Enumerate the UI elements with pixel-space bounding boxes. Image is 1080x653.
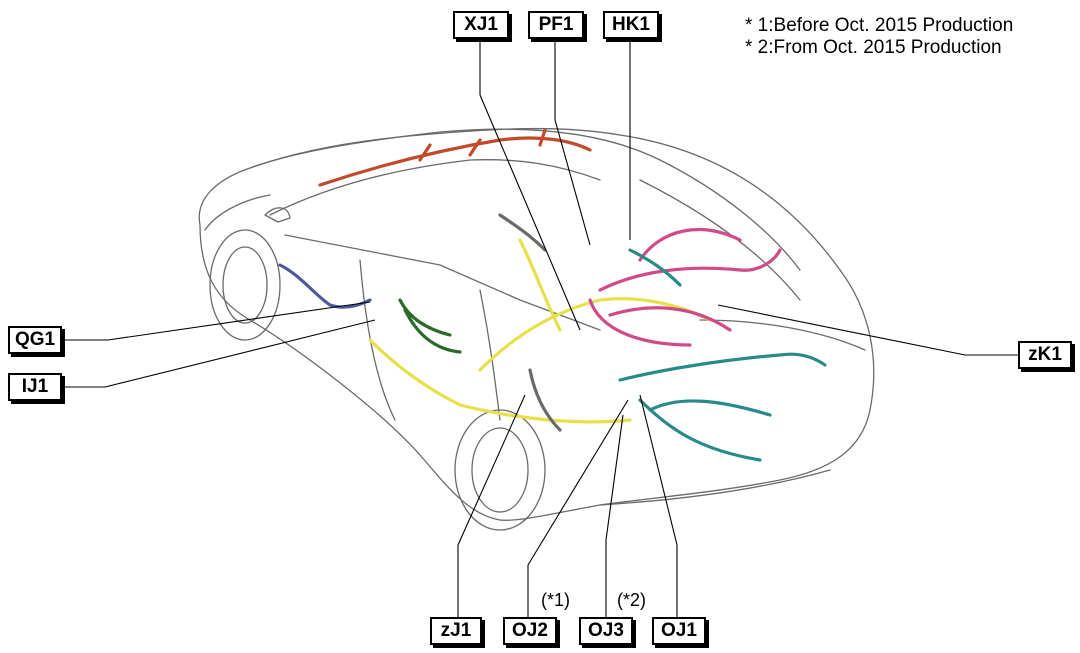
connector-label-qg1: QG1 — [8, 326, 62, 354]
instrument-panel-harness — [618, 352, 827, 382]
engine-room-harness-3 — [588, 298, 692, 347]
leader-ij1b — [104, 319, 376, 388]
roof-harness — [318, 136, 592, 187]
instrument-panel-harness-2 — [638, 398, 772, 462]
floor-harness-up — [518, 238, 562, 332]
windshield-line — [269, 159, 601, 216]
footnote-ref-oj2: (*1) — [541, 590, 571, 610]
leader-oj1b — [639, 394, 678, 546]
leader-xj1b — [479, 94, 581, 331]
floor-harness-branch — [478, 297, 712, 372]
mirror — [264, 207, 291, 223]
connector-label-xj1: XJ1 — [453, 11, 509, 39]
bumper-line — [599, 469, 831, 506]
footnote-2: * 2:From Oct. 2015 Production — [745, 37, 1002, 58]
connector-label-oj3: OJ3 — [579, 617, 633, 645]
front-wheel — [209, 229, 281, 341]
leader-qg1b — [107, 301, 371, 341]
connector-label-hk1: HK1 — [603, 11, 659, 39]
rear-door-harness — [278, 263, 372, 309]
leader-zj1b — [457, 394, 526, 546]
front-wheel-inner — [222, 246, 268, 324]
rear-wheel-inner — [471, 427, 529, 513]
door-line — [359, 259, 396, 421]
instrument-panel-harness-3 — [628, 248, 682, 287]
hood-line — [204, 194, 271, 231]
connector-label-zk1: zK1 — [1018, 341, 1072, 369]
connector-label-ij1: IJ1 — [8, 373, 62, 401]
roof-outline — [249, 128, 801, 271]
footnote-1: * 1:Before Oct. 2015 Production — [745, 15, 1014, 36]
leader-pf1b — [554, 119, 591, 246]
leader-oj3b — [605, 414, 624, 541]
footnote-ref-oj3: (*2) — [617, 590, 647, 610]
rear-window-line — [639, 179, 801, 301]
leader-oj2b — [527, 399, 629, 566]
engine-room-harness-2 — [608, 228, 742, 332]
floor-harness — [368, 338, 632, 424]
rear-harness-2 — [498, 213, 562, 432]
connector-label-pf1: PF1 — [528, 11, 584, 39]
trunk-line — [699, 319, 866, 351]
connector-label-oj1: OJ1 — [652, 617, 706, 645]
connector-label-oj2: OJ2 — [503, 617, 557, 645]
rear-wheel — [454, 409, 546, 531]
roof-harness-branch — [418, 128, 547, 162]
connector-label-zj1: zJ1 — [430, 617, 482, 645]
engine-room-harness — [598, 248, 782, 292]
leader-zk1b — [717, 304, 966, 356]
front-door-harness — [398, 298, 462, 354]
